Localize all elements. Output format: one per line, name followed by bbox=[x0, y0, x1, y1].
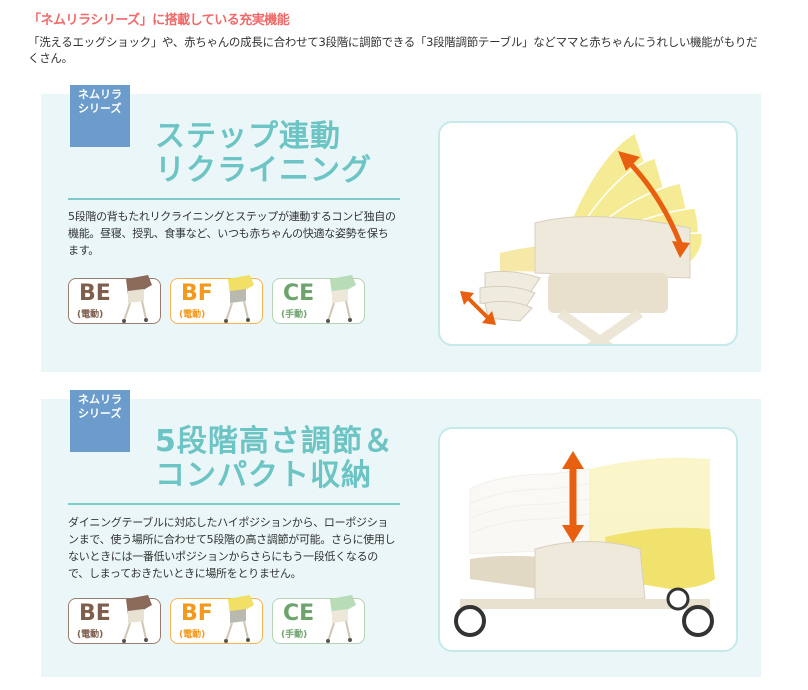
feature-title-line-2: リクライニング bbox=[155, 153, 372, 188]
series-badge: ネムリラ シリーズ bbox=[70, 85, 130, 147]
model-card-be[interactable]: BE (電動) bbox=[68, 275, 161, 324]
chair-thumbnail-icon bbox=[122, 595, 152, 643]
model-list: BE (電動) BF (電動) CE (手動) bbox=[68, 595, 365, 644]
intro-text: 「洗えるエッグショック」や、赤ちゃんの成長に合わせて3段階に調節できる「3段階調… bbox=[28, 35, 758, 65]
model-kind: (電動) bbox=[179, 630, 206, 640]
badge-line-1: ネムリラ bbox=[78, 393, 122, 406]
model-code: CE bbox=[283, 281, 315, 306]
chair-thumbnail-icon bbox=[326, 275, 356, 323]
chair-thumbnail-icon bbox=[224, 595, 254, 643]
divider bbox=[68, 198, 400, 200]
height-adjust-chair-illustration bbox=[438, 427, 738, 652]
model-code: BF bbox=[181, 281, 213, 306]
model-card-ce[interactable]: CE (手動) bbox=[272, 595, 365, 644]
feature-title: 5段階高さ調節＆ コンパクト収納 bbox=[155, 425, 394, 493]
badge-line-2: シリーズ bbox=[78, 407, 122, 420]
reclining-chair-illustration bbox=[438, 121, 738, 346]
series-badge: ネムリラ シリーズ bbox=[70, 390, 130, 452]
divider bbox=[68, 503, 400, 505]
feature-description: ダイニングテーブルに対応したハイポジションから、ローポジションまで、使う場所に合… bbox=[68, 516, 396, 580]
model-card-be[interactable]: BE (電動) bbox=[68, 595, 161, 644]
feature-title: ステップ連動 リクライニング bbox=[155, 120, 372, 188]
model-kind: (電動) bbox=[77, 630, 104, 640]
feature-title-line-1: 5段階高さ調節＆ bbox=[155, 424, 394, 459]
feature-title-line-1: ステップ連動 bbox=[155, 119, 341, 154]
model-kind: (手動) bbox=[281, 310, 308, 320]
model-code: BF bbox=[181, 601, 213, 626]
model-list: BE (電動) BF (電動) CE (手動) bbox=[68, 275, 365, 324]
chair-thumbnail-icon bbox=[122, 275, 152, 323]
badge-line-2: シリーズ bbox=[78, 102, 122, 115]
model-kind: (電動) bbox=[77, 310, 104, 320]
chair-thumbnail-icon bbox=[326, 595, 356, 643]
model-kind: (電動) bbox=[179, 310, 206, 320]
chair-thumbnail-icon bbox=[224, 275, 254, 323]
model-card-bf[interactable]: BF (電動) bbox=[170, 595, 263, 644]
badge-line-1: ネムリラ bbox=[78, 88, 122, 101]
model-kind: (手動) bbox=[281, 630, 308, 640]
feature-description: 5段階の背もたれリクライニングとステップが連動するコンビ独自の機能。昼寝、授乳、… bbox=[68, 210, 396, 257]
model-card-bf[interactable]: BF (電動) bbox=[170, 275, 263, 324]
model-code: BE bbox=[79, 601, 111, 626]
intro-title: 「ネムリラシリーズ」に搭載している充実機能 bbox=[28, 13, 290, 28]
model-card-ce[interactable]: CE (手動) bbox=[272, 275, 365, 324]
model-code: BE bbox=[79, 281, 111, 306]
model-code: CE bbox=[283, 601, 315, 626]
feature-title-line-2: コンパクト収納 bbox=[155, 458, 372, 493]
